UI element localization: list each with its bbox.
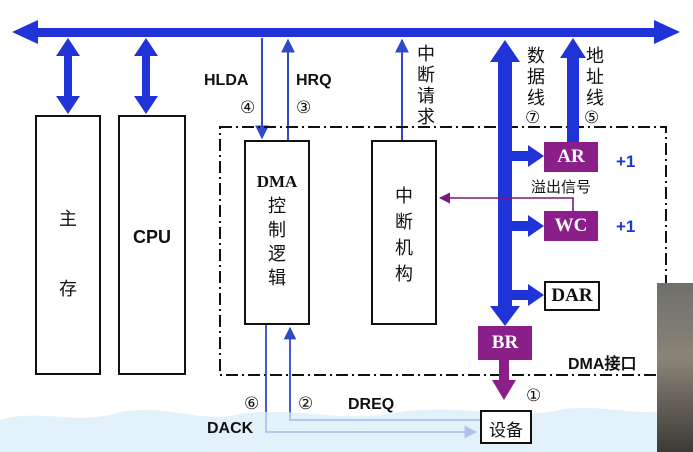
interrupt-char-2: 断 [395, 212, 413, 233]
dar-register: DAR [544, 281, 600, 311]
dma-control-char-3: 逻 [268, 244, 286, 265]
al-char-2: 址 [586, 67, 604, 88]
al-char-3: 线 [586, 88, 604, 109]
memory-bus-arrow [56, 38, 80, 114]
address-line-label: 地 址 线 [585, 46, 605, 109]
interrupt-char-3: 机 [395, 238, 413, 259]
main-memory-char-1: 主 [59, 209, 77, 230]
data-line-arrow [490, 40, 520, 326]
main-memory-block: 主 存 [35, 115, 101, 375]
marker-3: ③ [296, 98, 312, 118]
system-bus-arrow [12, 20, 680, 44]
interrupt-char-1: 中 [395, 186, 413, 207]
webcam-overlay [657, 283, 693, 452]
marker-2: ② [298, 394, 314, 414]
wc-plus-one: +1 [616, 217, 636, 236]
ir-char-4: 求 [417, 107, 435, 128]
marker-7: ⑦ [525, 108, 541, 128]
dar-branch [512, 284, 544, 306]
dreq-label: DREQ [348, 396, 395, 413]
wc-branch [512, 215, 544, 237]
wc-register: WC [544, 211, 598, 241]
dma-interface-label: DMA接口 [568, 356, 637, 373]
device-label: 设备 [489, 421, 523, 441]
cpu-label: CPU [132, 227, 171, 247]
marker-1: ① [526, 386, 542, 406]
dl-char-2: 据 [527, 67, 545, 88]
dack-label: DACK [207, 420, 254, 437]
ar-branch [512, 145, 544, 167]
dl-char-3: 线 [527, 88, 545, 109]
cpu-bus-arrow [134, 38, 158, 114]
marker-5: ⑤ [584, 108, 600, 128]
ar-plus-one: +1 [616, 152, 636, 171]
ar-register: AR [544, 142, 598, 172]
interrupt-mechanism-block: 中 断 机 构 [371, 140, 437, 325]
ir-char-3: 请 [417, 86, 435, 107]
dma-control-title: DMA [256, 172, 298, 191]
hlda-label: HLDA [204, 72, 249, 89]
hrq-label: HRQ [296, 72, 332, 89]
dma-control-char-1: 控 [268, 196, 286, 217]
dl-char-1: 数 [527, 46, 545, 67]
address-line-arrow [560, 38, 586, 142]
main-memory-char-2: 存 [59, 279, 77, 300]
dma-control-char-4: 辑 [268, 268, 286, 289]
interrupt-char-4: 构 [395, 264, 413, 285]
br-register: BR [478, 326, 532, 360]
device-block: 设备 [480, 410, 532, 444]
ir-char-1: 中 [417, 44, 435, 65]
interrupt-request-label: 中 断 请 求 [416, 44, 436, 128]
dma-interface-border [219, 126, 667, 376]
marker-6: ⑥ [244, 394, 260, 414]
overflow-line [438, 192, 574, 211]
overflow-signal-label: 溢出信号 [531, 178, 592, 196]
br-device-arrow [492, 360, 516, 400]
data-line-label: 数 据 线 [526, 46, 546, 109]
ir-char-2: 断 [417, 65, 435, 86]
marker-4: ④ [240, 98, 256, 118]
cpu-block: CPU [118, 115, 186, 375]
dma-control-char-2: 制 [268, 220, 286, 241]
dma-control-block: DMA 控 制 逻 辑 [244, 140, 310, 325]
water-decoration [0, 407, 693, 452]
al-char-1: 地 [586, 46, 604, 67]
